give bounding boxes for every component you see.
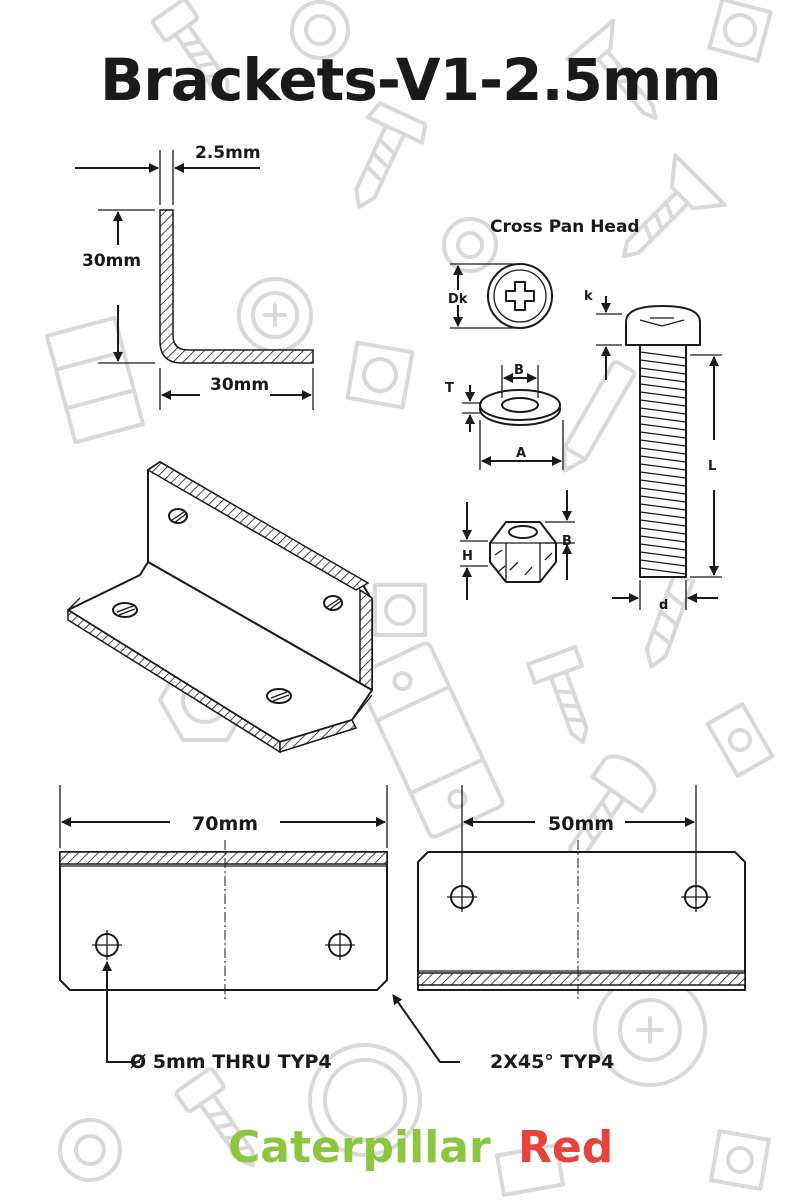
- chamfer-note: 2X45° TYP4: [490, 1051, 614, 1073]
- iso-hole: [112, 602, 138, 618]
- l-label: L: [708, 459, 716, 474]
- dk-label: Dk: [448, 292, 468, 307]
- a-label: A: [516, 446, 526, 461]
- brand-logo: Caterpillar Red: [228, 1122, 613, 1173]
- iso-hole: [168, 508, 188, 524]
- iso-hole: [323, 595, 343, 611]
- background-pattern: [44, 0, 775, 1197]
- thickness-label: 2.5mm: [195, 143, 261, 163]
- hole-spacing-label: 50mm: [548, 813, 614, 835]
- t-label: T: [445, 381, 454, 396]
- width-label: 30mm: [210, 375, 269, 395]
- washer-b-label: B: [514, 363, 524, 378]
- d-label: d: [659, 598, 668, 613]
- nut-b-label: B: [562, 534, 572, 549]
- page-title: Brackets-V1-2.5mm: [100, 46, 721, 114]
- height-label: 30mm: [82, 251, 141, 271]
- length-label: 70mm: [192, 813, 258, 835]
- bracket-side-profile: 2.5mm 30mm 30mm: [75, 143, 314, 410]
- pan-head-bolt: [625, 305, 701, 578]
- top-hole: [681, 882, 711, 912]
- screw-heading: Cross Pan Head: [490, 217, 640, 237]
- bracket-top-view: 50mm: [417, 785, 746, 1000]
- bracket-isometric-view: [67, 461, 373, 754]
- top-hole: [447, 882, 477, 912]
- hole-note: Ø 5mm THRU TYP4: [130, 1051, 332, 1073]
- k-label: k: [584, 289, 593, 304]
- screw-head-top-view: [487, 263, 553, 329]
- bracket-front-view: 70mm: [59, 785, 388, 1000]
- front-hole: [92, 930, 122, 960]
- washer: [479, 389, 561, 426]
- iso-hole: [266, 688, 292, 704]
- hex-nut: [489, 521, 557, 583]
- brand-word-1: Caterpillar: [228, 1122, 491, 1173]
- front-hole: [325, 930, 355, 960]
- callout-notes: Ø 5mm THRU TYP4 2X45° TYP4: [102, 961, 614, 1073]
- brand-word-2: Red: [518, 1122, 613, 1173]
- hardware-detail: Cross Pan Head Dk B T A: [445, 217, 722, 613]
- h-label: H: [462, 549, 473, 564]
